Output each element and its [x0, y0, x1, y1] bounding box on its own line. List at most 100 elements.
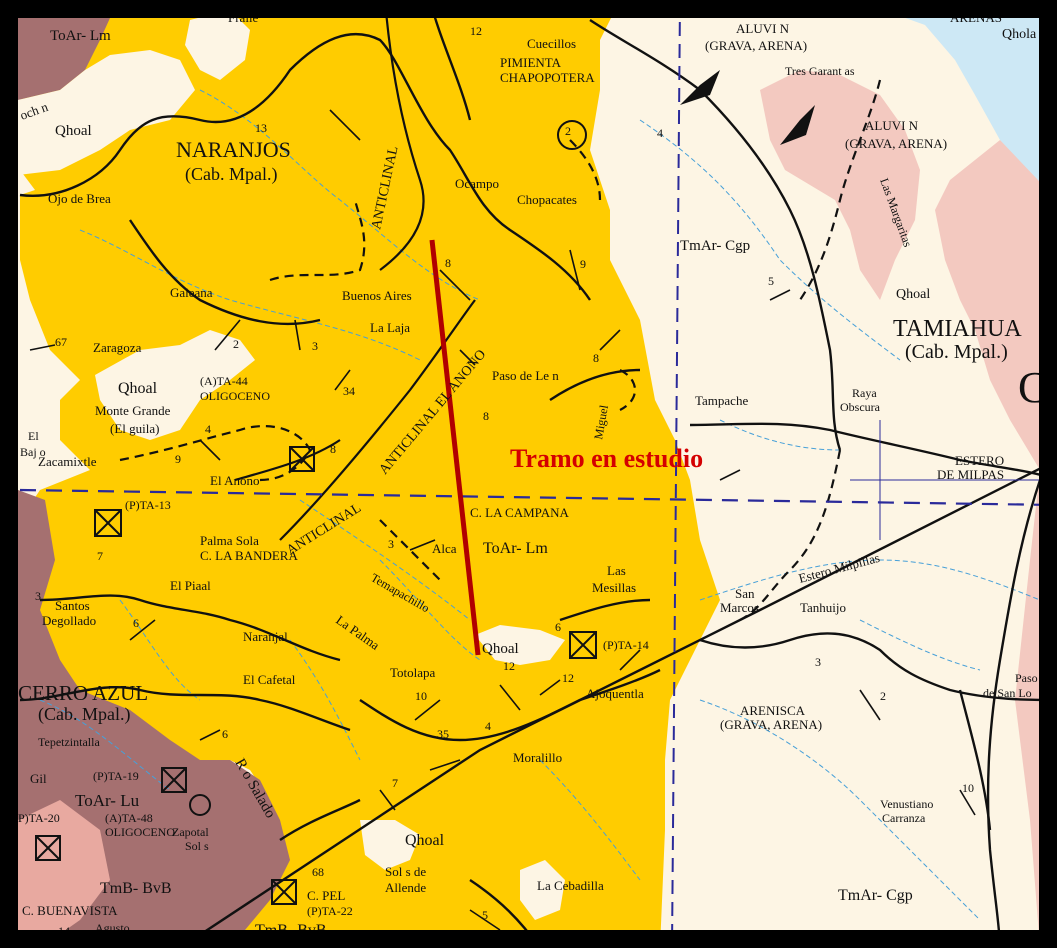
label-gil: Gil: [30, 771, 47, 786]
label-qhoal-mid: Qhoal: [118, 380, 158, 397]
svg-text:67: 67: [55, 335, 67, 349]
sedimentary-unit: [20, 0, 720, 948]
svg-text:2: 2: [880, 689, 886, 703]
label-tmb-bvb-1: TmB- BvB: [100, 880, 172, 897]
label-ajoquentla: Ajoquentla: [586, 686, 644, 701]
label-moralillo: Moralillo: [513, 750, 562, 765]
svg-text:4: 4: [485, 719, 491, 733]
label-toar-lm-mid: ToAr- Lm: [483, 540, 548, 557]
qhoal-patch-mid: [95, 330, 255, 440]
label-paso-b: de San Lo: [983, 686, 1032, 700]
svg-text:2: 2: [565, 124, 571, 138]
label-chopacates: Chopacates: [517, 192, 577, 207]
label-ta19: (P)TA-19: [93, 769, 139, 783]
label-ta44-a: (A)TA-44: [200, 374, 248, 388]
svg-text:13: 13: [255, 121, 267, 135]
label-ta48-a: (A)TA-48: [105, 811, 153, 825]
svg-text:8: 8: [593, 351, 599, 365]
svg-text:35: 35: [437, 727, 449, 741]
svg-text:2: 2: [233, 337, 239, 351]
label-aluvion-2a: ALUVI N: [865, 118, 919, 133]
slide-arrow-1: [680, 70, 720, 105]
svg-text:3: 3: [35, 589, 41, 603]
svg-text:5: 5: [768, 274, 774, 288]
qhoal-patch-low: [475, 625, 565, 665]
rivers: [39, 89, 1041, 921]
label-arenisca-a: ARENISCA: [740, 703, 806, 718]
label-venustiano-a: Venustiano: [880, 797, 933, 811]
label-qhoal-tr: Qhola: [1002, 27, 1037, 42]
label-la-laja: La Laja: [370, 320, 410, 335]
label-san-marcos-b: Marcos: [720, 600, 759, 615]
svg-text:68: 68: [312, 865, 324, 879]
label-zapotal-a: Zapotal: [172, 825, 209, 839]
sample-sites: [35, 446, 597, 905]
label-el-aguila: (El guila): [110, 421, 159, 436]
label-qhoal-bottom: Qhoal: [405, 832, 445, 849]
label-ta13: (P)TA-13: [125, 498, 171, 512]
svg-text:7: 7: [97, 549, 103, 563]
label-raya-a: Raya: [852, 386, 877, 400]
label-paso-a: Paso: [1015, 671, 1038, 685]
mine-symbol: [557, 120, 587, 150]
label-tmar-cgp-1: TmAr- Cgp: [680, 238, 750, 254]
label-toar-lu: ToAr- Lu: [75, 791, 140, 810]
label-sol-allende-a: Sol s de: [385, 864, 426, 879]
svg-text:12: 12: [562, 671, 574, 685]
svg-text:6: 6: [555, 620, 561, 634]
label-el-piaal: El Piaal: [170, 578, 211, 593]
zapotal-symbol: [189, 794, 211, 816]
qhoal-patch-bottom: [360, 820, 420, 870]
qhoal-patch-naranjos: [185, 10, 250, 80]
label-ta44-b: OLIGOCENO: [200, 389, 270, 403]
label-qhoal-tl: Qhoal: [55, 123, 92, 139]
svg-text:4: 4: [205, 422, 211, 436]
label-chapopotera: CHAPOPOTERA: [500, 70, 595, 85]
label-ta20: P)TA-20: [18, 811, 60, 825]
svg-text:5: 5: [482, 908, 488, 922]
slide-arrow-2: [780, 105, 815, 145]
label-monte-grande: Monte Grande: [95, 403, 171, 418]
label-naranjal: Naranjal: [243, 629, 288, 644]
svg-text:3: 3: [312, 339, 318, 353]
svg-text:4: 4: [657, 126, 663, 140]
svg-text:8: 8: [483, 409, 489, 423]
coastal-zone: [935, 140, 1057, 948]
label-tres-garant: Tres Garant as: [785, 64, 855, 78]
svg-text:3: 3: [388, 537, 394, 551]
label-alcazar: Alca: [432, 541, 457, 556]
label-toar-lm-tl: ToAr- Lm: [50, 28, 111, 44]
town-naranjos-cab: (Cab. Mpal.): [185, 164, 277, 185]
label-miguel: Miguel: [591, 403, 611, 440]
label-ta14: (P)TA-14: [603, 638, 649, 652]
label-santos-b: Degollado: [42, 613, 96, 628]
label-ocampo: Ocampo: [455, 176, 499, 191]
svg-text:6: 6: [133, 616, 139, 630]
label-ojo-brea: Ojo de Brea: [48, 191, 111, 206]
label-zaragoza: Zaragoza: [93, 340, 142, 355]
section-title: Tramo en estudio: [510, 444, 703, 473]
dip-values: 12 2 4 13 8 9 5 8 67 2 3 34 4 8 8 9 3 7 …: [35, 24, 974, 938]
label-zacamixtle: Zacamixtle: [38, 454, 97, 469]
label-santos-a: Santos: [55, 598, 90, 613]
svg-text:34: 34: [343, 384, 355, 398]
label-ta48-b: OLIGOCENO: [105, 825, 175, 839]
label-galeana: Galeana: [170, 285, 213, 300]
svg-text:10: 10: [415, 689, 427, 703]
label-qhoal-low: Qhoal: [482, 641, 519, 657]
study-section-line: [429, 239, 481, 656]
label-cuecillos: Cuecillos: [527, 36, 576, 51]
town-tamiahua: TAMIAHUA: [893, 316, 1022, 342]
label-sol-allende-b: Allende: [385, 880, 426, 895]
grid-lines: [19, 0, 1057, 948]
qhoal-patch-solis: [520, 860, 565, 920]
label-la-cebadilla: La Cebadilla: [537, 878, 604, 893]
dip-symbols: [29, 109, 976, 931]
svg-text:3: 3: [815, 655, 821, 669]
main-highway: [179, 458, 1057, 948]
svg-text:8: 8: [330, 442, 336, 456]
label-tmar-cgp-2: TmAr- Cgp: [838, 887, 913, 904]
